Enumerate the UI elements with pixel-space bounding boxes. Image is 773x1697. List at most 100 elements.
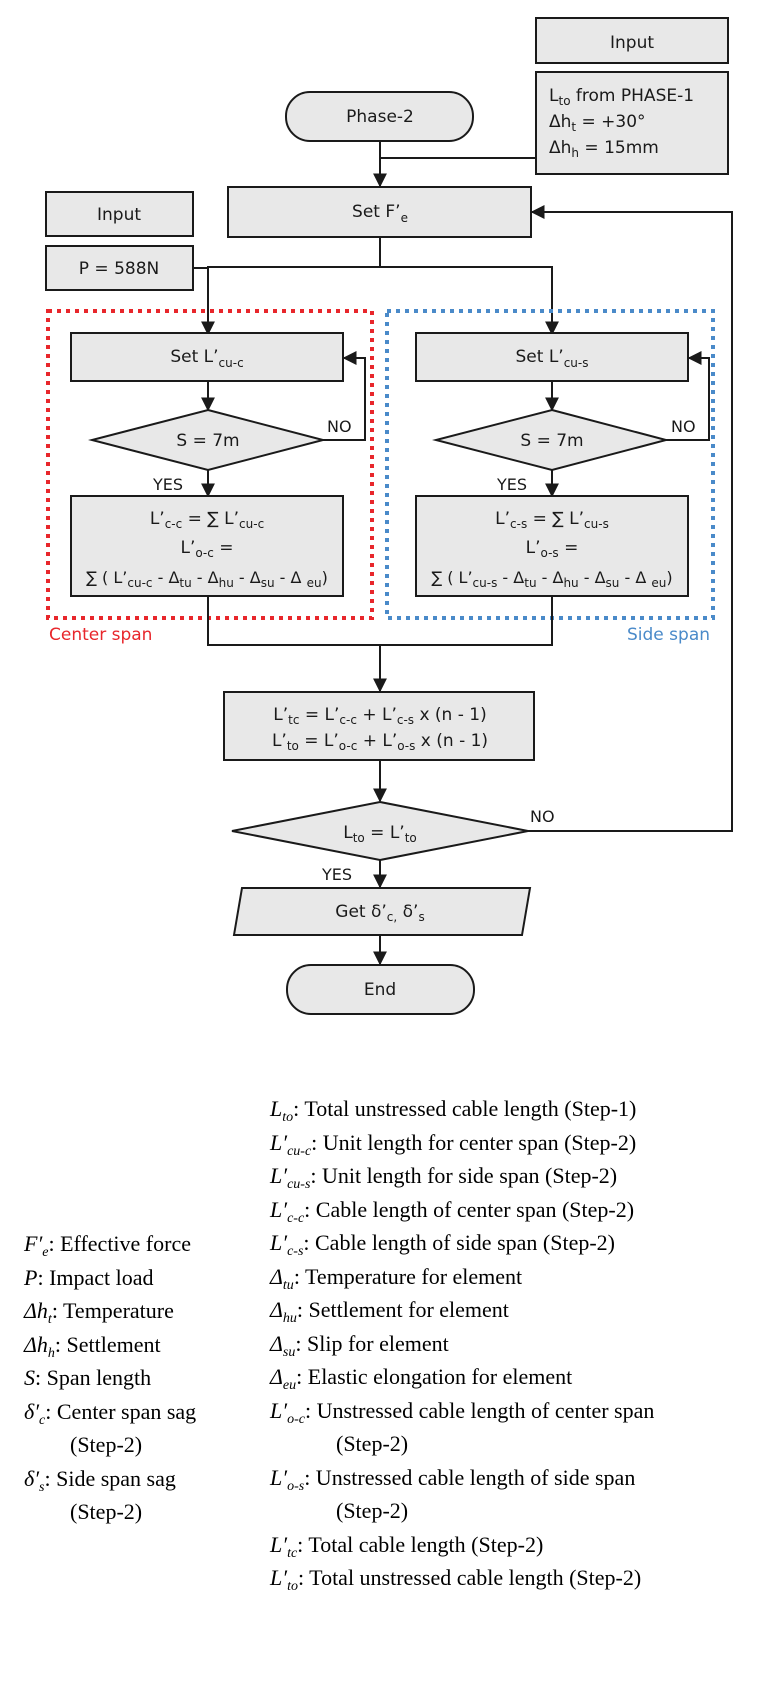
- legend-continuation: (Step-2): [336, 1431, 409, 1456]
- legend-symbol: Δhh: [24, 1332, 55, 1361]
- connector-center-no-loop: [323, 351, 366, 441]
- legend-symbol-subscript: o-c: [287, 1411, 305, 1427]
- legend-symbol-subscript: to: [287, 1579, 298, 1594]
- legend-symbol-main: L: [270, 1096, 283, 1121]
- center-no-label: NO: [327, 417, 352, 436]
- legend-entry: δ′c: Center span sag: [24, 1395, 196, 1429]
- legend-description: : Unstressed cable length of center span: [304, 1397, 655, 1423]
- end-terminal: [286, 964, 475, 1015]
- legend-symbol: L′o-c: [270, 1398, 305, 1427]
- legend-symbol-subscript: c-s: [287, 1244, 304, 1259]
- set-fe-box: [227, 186, 532, 238]
- input-line-dht: Δht = +30°: [549, 112, 646, 134]
- legend-symbol-main: Δh: [24, 1298, 48, 1323]
- legend-description: : Slip for element: [295, 1330, 449, 1356]
- legend-symbol-main: L′: [270, 1230, 288, 1255]
- center-span-frame: [46, 309, 374, 620]
- input-p-value: P = 588N: [79, 259, 159, 279]
- legend-right: Lto: Total unstressed cable length (Step…: [270, 1092, 654, 1595]
- legend-symbol: F′e: [24, 1231, 48, 1260]
- legend-symbol-subscript: to: [282, 1110, 294, 1125]
- center-set-label: Set L’cu-c: [170, 347, 243, 370]
- legend-description: : Total unstressed cable length (Step-2): [297, 1565, 642, 1590]
- legend-description: : Settlement for element: [296, 1297, 509, 1322]
- legend-description: : Effective force: [48, 1231, 191, 1256]
- legend-symbol-subscript: hu: [282, 1311, 297, 1326]
- legend-entry: Δhu: Settlement for element: [270, 1293, 654, 1327]
- side-calc-line2: L’o-s =: [526, 538, 579, 560]
- end-label: End: [364, 980, 396, 1000]
- legend-entry: F′e: Effective force: [24, 1227, 196, 1261]
- legend-symbol: P: [24, 1265, 37, 1290]
- legend-description: : Unit length for side span (Step-2): [310, 1163, 618, 1188]
- legend-symbol: Lto: [270, 1096, 293, 1125]
- side-calc-line3: ∑ ( L’cu-s - Δtu - Δhu - Δsu - Δ eu): [431, 568, 672, 590]
- legend-symbol: L′to: [270, 1565, 298, 1594]
- legend-description: : Center span sag: [45, 1398, 197, 1424]
- legend-symbol-subscript: tc: [287, 1545, 298, 1561]
- input-title-top: Input: [610, 33, 654, 53]
- center-calc-line3: ∑ ( L’cu-c - Δtu - Δhu - Δsu - Δ eu): [86, 568, 328, 590]
- legend-symbol-main: L′: [270, 1129, 288, 1155]
- legend-symbol: δ′c: [24, 1398, 45, 1428]
- legend-entry: L′cu-c: Unit length for center span (Ste…: [270, 1126, 654, 1160]
- legend-symbol: L′tc: [270, 1531, 297, 1561]
- center-decision-label: S = 7m: [176, 431, 239, 451]
- total-line1: L’tc = L’c-c + L’c-s x (n - 1): [273, 705, 486, 727]
- legend-symbol-subscript: su: [282, 1344, 296, 1360]
- total-line2: L’to = L’o-c + L’o-s x (n - 1): [272, 731, 488, 753]
- legend-description: : Cable length of side span (Step-2): [303, 1230, 615, 1255]
- legend-symbol-main: δ′: [24, 1398, 40, 1424]
- flowchart: Input Lto from PHASE-1 Δht = +30° Δhh = …: [45, 17, 733, 1015]
- side-set-label: Set L’cu-s: [516, 347, 589, 370]
- legend-symbol-main: Δ: [270, 1297, 283, 1322]
- input-values-box-left: [45, 245, 194, 291]
- legend-symbol-main: Δ: [270, 1330, 283, 1356]
- legend-entry: L′cu-s: Unit length for side span (Step-…: [270, 1159, 654, 1193]
- legend-symbol: L′c-s: [270, 1230, 303, 1259]
- legend-symbol-main: Δ: [270, 1263, 283, 1289]
- legend-description: : Total unstressed cable length (Step-1): [293, 1096, 637, 1121]
- legend-symbol-subscript: t: [47, 1312, 52, 1327]
- legend-symbol-main: L′: [270, 1531, 288, 1557]
- legend-symbol-main: L′: [270, 1196, 288, 1222]
- legend-description: : Elastic elongation for element: [296, 1364, 573, 1389]
- check-yes-label: YES: [321, 865, 352, 884]
- side-span-label: Side span: [627, 625, 710, 645]
- legend-description: : Temperature: [51, 1298, 174, 1323]
- input-title-box-left: [45, 191, 194, 237]
- legend-symbol-subscript: o-s: [287, 1478, 305, 1494]
- legend-symbol: δ′s: [24, 1465, 45, 1495]
- side-yes-label: YES: [496, 475, 527, 494]
- center-calc-line1: L’c-c = ∑ L’cu-c: [150, 509, 264, 531]
- legend-symbol: Δsu: [270, 1330, 295, 1360]
- side-span-frame: [385, 309, 715, 620]
- legend-symbol-subscript: tu: [282, 1277, 294, 1293]
- legend-symbol-subscript: s: [39, 1479, 45, 1495]
- output-label: Get δ’c, δ’s: [335, 902, 424, 924]
- legend-symbol-main: P: [24, 1264, 38, 1290]
- legend-entry: Δtu: Temperature for element: [270, 1260, 654, 1294]
- legend-symbol-subscript: eu: [282, 1378, 297, 1393]
- legend-description: : Total cable length (Step-2): [297, 1531, 544, 1557]
- legend-symbol-subscript: h: [47, 1345, 55, 1361]
- start-label: Phase-2: [346, 107, 414, 127]
- legend-symbol-main: S: [24, 1365, 35, 1390]
- side-calc-line1: L’c-s = ∑ L’cu-s: [495, 509, 609, 531]
- legend-entry: L′o-c: Unstressed cable length of center…: [270, 1394, 654, 1428]
- legend-symbol-main: L′: [270, 1163, 288, 1188]
- legend-symbol-main: δ′: [24, 1465, 40, 1491]
- legend-entry: L′tc: Total cable length (Step-2): [270, 1528, 654, 1562]
- legend-description: : Side span sag: [44, 1465, 176, 1491]
- center-span-label: Center span: [49, 625, 152, 645]
- center-calc-line2: L’o-c =: [180, 538, 233, 560]
- input-line-lto: Lto from PHASE-1: [549, 86, 694, 108]
- legend-description: : Impact load: [37, 1264, 154, 1290]
- output-parallelogram: [232, 887, 532, 936]
- legend-entry: Δeu: Elastic elongation for element: [270, 1360, 654, 1394]
- center-yes-label: YES: [152, 475, 183, 494]
- side-no-label: NO: [671, 417, 696, 436]
- side-set-box: [415, 332, 689, 382]
- legend-symbol-subscript: c-c: [287, 1210, 305, 1226]
- legend-entry: Lto: Total unstressed cable length (Step…: [270, 1092, 654, 1126]
